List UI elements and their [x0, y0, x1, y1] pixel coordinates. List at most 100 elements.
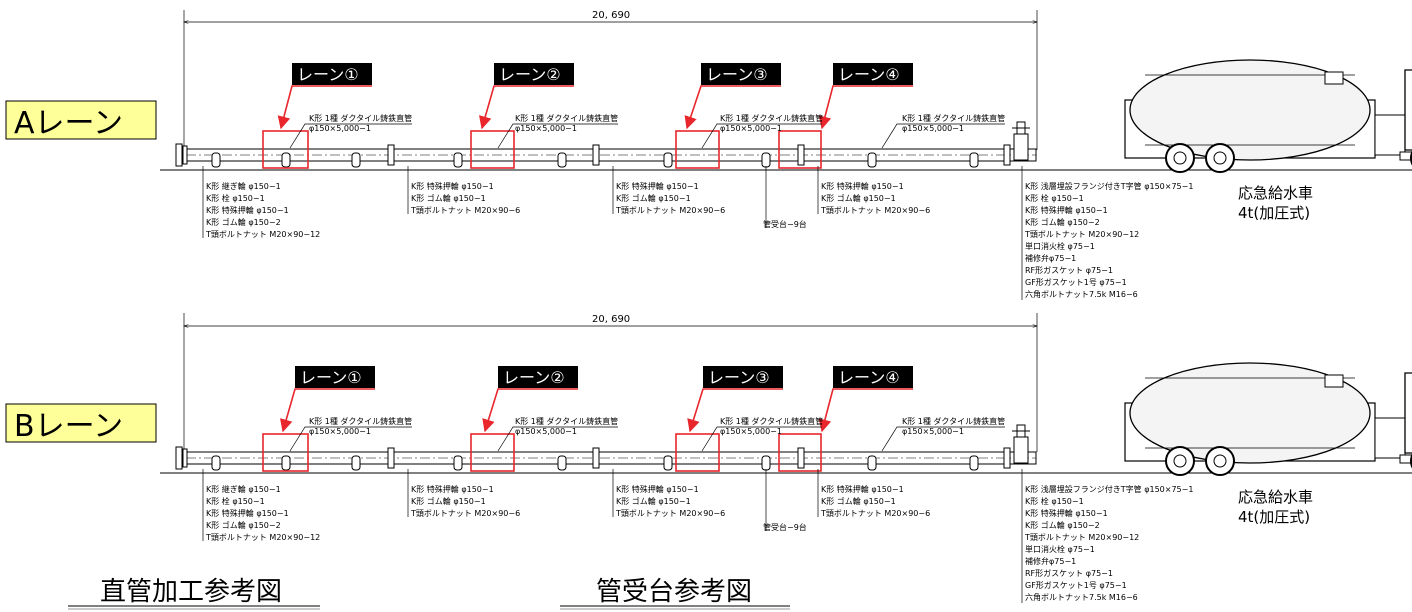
leader-arrow-2 [479, 85, 574, 130]
lane-label-box [5, 403, 157, 443]
pipe-callout-sub: φ150×5,000−1 [720, 124, 782, 133]
focus-box-2 [470, 130, 515, 169]
hydrant-body [1013, 133, 1029, 161]
truck-label: 応急給水車 [1238, 488, 1313, 506]
truck-sublabel: 4t(加圧式) [1238, 204, 1310, 222]
water-truck-illustration [1104, 59, 1412, 173]
pipe-callout-leader [289, 426, 412, 452]
lane-marker-4-label: レーン④ [838, 65, 900, 84]
pipe-callout-leader [881, 123, 1005, 149]
pipe-callout-sub: φ150×5,000−1 [902, 124, 964, 133]
pipe-joint [797, 447, 805, 469]
part-item: K形 栓 φ150−1 [206, 496, 265, 506]
focus-box-2 [470, 433, 515, 472]
focus-box-4 [778, 130, 822, 169]
focus-box-3 [675, 433, 720, 472]
part-item: 補修弁φ75−1 [1025, 253, 1076, 263]
part-item: K形 ゴム輪 φ150−1 [821, 496, 896, 506]
lane-marker-2 [498, 366, 578, 388]
truck-label: 応急給水車 [1238, 184, 1313, 202]
lane-label: Aレーン [14, 106, 123, 141]
leader-arrow-2 [482, 388, 578, 433]
part-item: T頭ボルトナット M20×90−12 [205, 230, 320, 239]
part-item: K形 栓 φ150−1 [206, 193, 265, 203]
pipe-support [663, 152, 673, 168]
pipe-callout-sub: φ150×5,000−1 [902, 427, 964, 436]
leader-arrow-3 [684, 85, 781, 130]
part-item: K形 栓 φ150−1 [1025, 193, 1084, 203]
part-item: T頭ボルトナット M20×90−12 [1024, 533, 1139, 542]
pipe-support [557, 455, 567, 471]
part-item: K形 ゴム輪 φ150−2 [1025, 520, 1100, 530]
part-item: RF形ガスケット φ75−1 [1025, 265, 1113, 275]
pipe-support [281, 455, 291, 471]
support-label: 管受台−9台 [763, 522, 807, 532]
water-truck-illustration [1104, 362, 1412, 476]
part-item: K形 ゴム輪 φ150−1 [821, 193, 896, 203]
lane-marker-1 [295, 366, 375, 388]
pipe-callout-label: K形 1種 ダクタイル鋳鉄直管 [902, 416, 1005, 426]
part-item: K形 特殊押輪 φ150−1 [616, 484, 699, 494]
leader-arrow-4 [818, 388, 913, 433]
part-item: K形 浅層埋設フランジ付きT字管 φ150×75−1 [1025, 484, 1193, 494]
focus-box-4 [778, 433, 822, 472]
pipe-support [969, 152, 979, 168]
footer-links: 直管加工参考図 管受台参考図 [68, 577, 790, 610]
pipe-callout-sub: φ150×5,000−1 [515, 427, 577, 436]
lane-label-box [5, 100, 157, 140]
parts-lists: K形 継ぎ輪 φ150−1 K形 栓 φ150−1 K形 特殊押輪 φ150−1… [202, 166, 1193, 300]
pipe-callout-label: K形 1種 ダクタイル鋳鉄直管 [309, 113, 412, 123]
dimension-value: 20, 690 [592, 314, 630, 325]
lane-marker-3 [701, 63, 781, 85]
part-item: 単口消火栓 φ75−1 [1025, 241, 1095, 251]
lane-marker-3 [703, 366, 783, 388]
pipe-support [761, 455, 771, 471]
lane-marker-1-label: レーン① [300, 368, 362, 387]
footer-link-pipe-support[interactable]: 管受台参考図 [596, 577, 752, 607]
part-item: K形 ゴム輪 φ150−1 [616, 496, 691, 506]
part-item: 補修弁φ75−1 [1025, 556, 1076, 566]
pipe-callout-label: K形 1種 ダクタイル鋳鉄直管 [309, 416, 412, 426]
lane-marker-4-label: レーン④ [838, 368, 900, 387]
part-item: T頭ボルトナット M20×90−6 [820, 206, 930, 215]
pipe-support [453, 455, 463, 471]
pipe-joint [387, 144, 395, 166]
pipe-end-ring [182, 448, 188, 468]
footer-link-straight-pipe[interactable]: 直管加工参考図 [100, 577, 282, 607]
pipe-support [211, 455, 221, 471]
pipe-joint [592, 144, 600, 166]
lane-marker-2-label: レーン② [503, 368, 565, 387]
part-item: K形 特殊押輪 φ150−1 [411, 484, 494, 494]
leader-arrow-1 [277, 85, 372, 130]
pipe-callout-sub: φ150×5,000−1 [309, 427, 371, 436]
pipe-support [351, 152, 361, 168]
part-item: 六角ボルトナット7.5k M16−6 [1025, 289, 1138, 299]
lane-marker-2-label: レーン② [499, 65, 561, 84]
lane-b-drawing: 20, 690 Bレーン レーン① [5, 313, 1412, 603]
pipe-callout-sub: φ150×5,000−1 [720, 427, 782, 436]
lane-marker-4 [833, 63, 913, 85]
pipe-callout-leader [497, 123, 618, 149]
pipe-end-cap [175, 143, 183, 167]
lane-marker-1 [292, 63, 372, 85]
lane-label: Bレーン [14, 409, 123, 444]
support-label: 管受台−9台 [763, 219, 807, 229]
leader-arrow-1 [280, 388, 375, 433]
pipe-callout-leader [701, 426, 822, 452]
part-item: K形 特殊押輪 φ150−1 [1025, 205, 1108, 215]
pipe-callout-label: K形 1種 ダクタイル鋳鉄直管 [515, 416, 618, 426]
part-item: K形 ゴム輪 φ150−2 [206, 520, 281, 530]
pipe-end-ring [182, 145, 188, 165]
hydrant-body [1013, 436, 1029, 464]
pipe-joint [1003, 447, 1011, 469]
part-item: K形 ゴム輪 φ150−2 [1025, 217, 1100, 227]
lane-a-drawing: 20, 690 Aレーン [5, 10, 1412, 300]
pipe-callouts: K形 1種 ダクタイル鋳鉄直管 φ150×5,000−1 K形 1種 ダクタイル… [289, 416, 1005, 452]
pipe-callout-sub: φ150×5,000−1 [515, 124, 577, 133]
part-item: 六角ボルトナット7.5k M16−6 [1025, 592, 1138, 602]
pipe-supports [211, 152, 979, 168]
part-item: 単口消火栓 φ75−1 [1025, 544, 1095, 554]
pipe-callout-label: K形 1種 ダクタイル鋳鉄直管 [720, 113, 823, 123]
part-item: T頭ボルトナット M20×90−6 [410, 206, 520, 215]
